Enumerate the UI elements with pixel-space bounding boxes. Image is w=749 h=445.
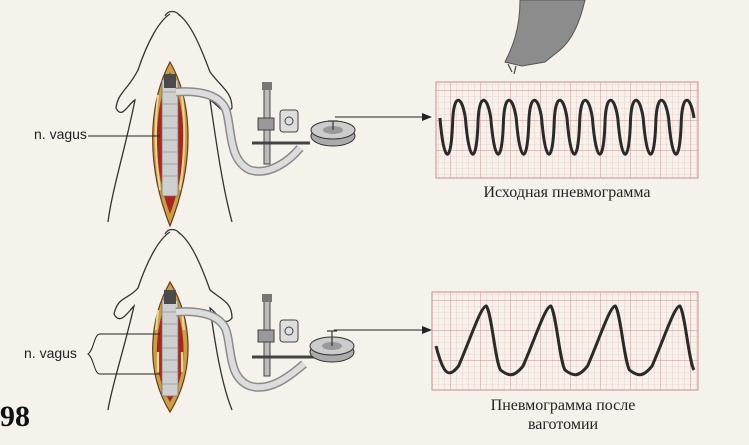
recording-device-top [252, 82, 356, 165]
page-number: 98 [0, 400, 30, 433]
hand-illustration [504, 0, 586, 75]
neck-incision-bottom [152, 280, 189, 414]
animal-bottom [107, 228, 233, 411]
recording-device-bottom [252, 294, 355, 377]
pointer-arrow-top [335, 113, 432, 121]
nerve-label-top: n. vagus [34, 126, 87, 142]
pneumogram-trace-baseline [438, 98, 696, 156]
caption-bottom-line1: Пневмограмма после [490, 397, 636, 414]
tube-bottom [175, 307, 307, 392]
nerve-label-bottom: n. vagus [24, 345, 77, 361]
pneumogram-baseline [435, 81, 699, 179]
pointer-arrow-bottom [334, 326, 432, 334]
animal-top [107, 10, 233, 223]
nerve-leader-bottom [87, 333, 160, 375]
pneumogram-after-vagotomy [431, 291, 699, 391]
neck-incision-top [152, 60, 189, 228]
caption-top: Исходная пневмограмма [483, 184, 651, 201]
caption-bottom-line2: ваготомии [527, 416, 599, 433]
pneumogram-trace-after-vagotomy [434, 304, 696, 377]
tube-top [175, 87, 304, 176]
